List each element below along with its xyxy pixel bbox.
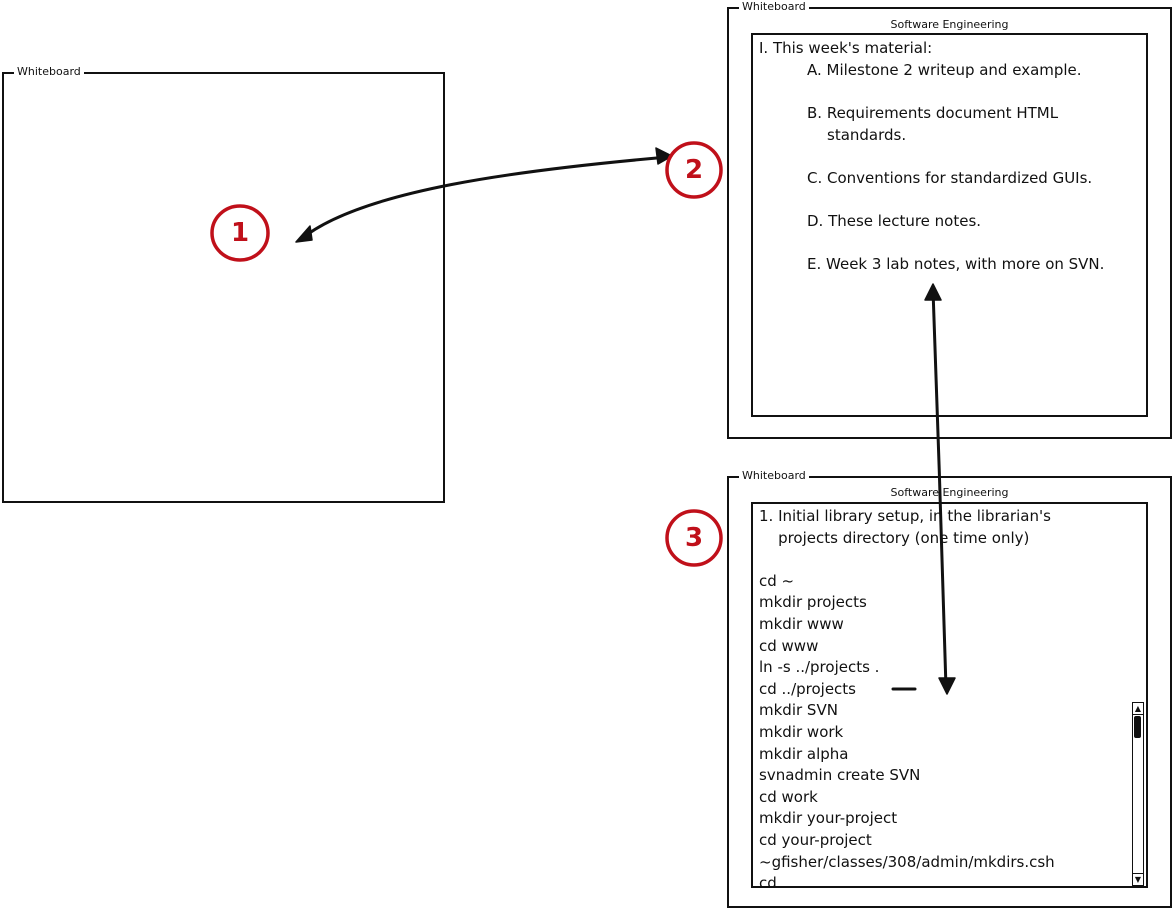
top-right-panel-title: Software Engineering xyxy=(890,18,1009,31)
command-line: mkdir www xyxy=(759,614,844,633)
command-line: mkdir alpha xyxy=(759,744,849,763)
scroll-down-arrow-icon[interactable]: ▼ xyxy=(1133,873,1143,884)
command-line: mkdir SVN xyxy=(759,701,838,720)
outline-item-c[interactable]: C. Conventions for standardized GUIs. xyxy=(807,167,1126,189)
top-right-whiteboard-label: Whiteboard xyxy=(739,0,809,14)
command-line: cd ~ xyxy=(759,571,795,590)
outline-item-text: B. Requirements document HTML xyxy=(807,104,1059,122)
top-right-content-area[interactable]: I. This week's material: A. Milestone 2 … xyxy=(751,33,1148,417)
command-line: cd your-project xyxy=(759,830,872,849)
top-right-whiteboard-panel[interactable]: Whiteboard Software Engineering I. This … xyxy=(727,0,1172,439)
badge-1[interactable]: 1 xyxy=(230,218,250,248)
lecture-outline: I. This week's material: A. Milestone 2 … xyxy=(759,37,1126,296)
svn-setup-commands: 1. Initial library setup, in the librari… xyxy=(759,506,1126,888)
command-line: cd .. xyxy=(759,874,792,888)
bottom-right-content-area[interactable]: 1. Initial library setup, in the librari… xyxy=(751,502,1148,888)
command-line: ln -s ../projects . xyxy=(759,658,880,677)
outline-item-b[interactable]: B. Requirements document HTML standards. xyxy=(807,102,1126,146)
command-line: cd ../projects xyxy=(759,679,857,698)
outline-item-a[interactable]: A. Milestone 2 writeup and example. xyxy=(807,59,1126,81)
arrowhead-right-icon xyxy=(655,147,673,165)
command-line: mkdir work xyxy=(759,722,844,741)
command-line: svnadmin create SVN xyxy=(759,766,921,785)
command-line: mkdir your-project xyxy=(759,809,898,828)
bottom-right-whiteboard-panel[interactable]: Whiteboard Software Engineering 1. Initi… xyxy=(727,469,1172,908)
command-line: cd www xyxy=(759,636,819,655)
command-line: mkdir projects xyxy=(759,593,867,612)
command-line: cd work xyxy=(759,787,818,806)
vertical-scrollbar[interactable]: ▲ ▼ xyxy=(1132,702,1144,886)
badge-3[interactable]: 3 xyxy=(684,523,704,553)
badge-2[interactable]: 2 xyxy=(684,155,704,185)
left-whiteboard-panel[interactable]: Whiteboard xyxy=(2,65,445,503)
command-line: ~gfisher/classes/308/admin/mkdirs.csh xyxy=(759,852,1055,871)
bottom-right-whiteboard-label: Whiteboard xyxy=(739,469,809,483)
blank-line xyxy=(759,549,1126,571)
command-line: 1. Initial library setup, in the librari… xyxy=(759,507,1051,525)
outline-item-d[interactable]: D. These lecture notes. xyxy=(807,210,1126,232)
outline-item-text: E. Week 3 lab notes, with more on SVN. xyxy=(807,255,1105,273)
scrollbar-thumb[interactable] xyxy=(1134,716,1141,738)
scroll-up-arrow-icon[interactable]: ▲ xyxy=(1133,704,1143,715)
command-line: projects directory (one time only) xyxy=(759,528,1030,547)
outline-item-continuation: standards. xyxy=(827,126,907,144)
outline-item-e[interactable]: E. Week 3 lab notes, with more on SVN. xyxy=(807,253,1126,275)
outline-heading: I. This week's material: xyxy=(759,39,933,57)
outline-item-text: D. These lecture notes. xyxy=(807,212,982,230)
bottom-right-panel-title: Software Engineering xyxy=(890,486,1009,499)
outline-item-text: A. Milestone 2 writeup and example. xyxy=(807,61,1082,79)
outline-item-text: C. Conventions for standardized GUIs. xyxy=(807,169,1093,187)
left-whiteboard-label: Whiteboard xyxy=(14,65,84,79)
